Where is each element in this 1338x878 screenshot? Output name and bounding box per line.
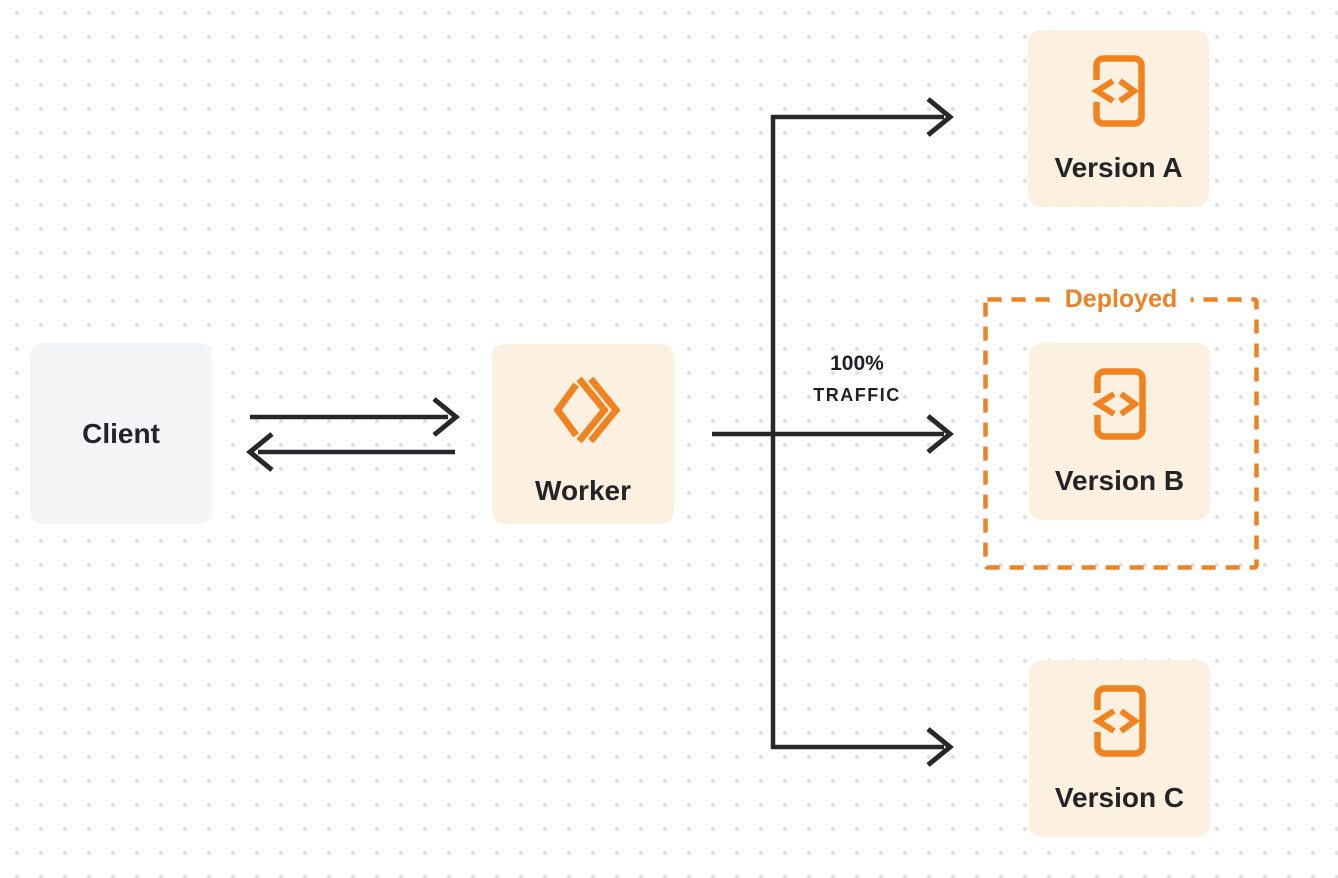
version-b-node-label: Version B [1054,465,1185,496]
code-file-icon [1090,368,1146,440]
code-file-icon [1089,55,1145,127]
arrowhead-to-worker-icon [432,397,460,437]
deployed-frame-label: Deployed [1051,286,1191,313]
arrowhead-to-version-c-icon [926,727,954,767]
code-file-icon [1090,685,1146,757]
worker-node-label: Worker [535,475,631,506]
traffic-word-label: TRAFFIC [813,385,901,405]
arrowhead-to-client-icon [246,432,274,472]
version-a-node-label: Version A [1054,152,1183,183]
client-node: Client [30,343,212,524]
client-node-label: Client [82,417,160,449]
version-c-node-label: Version C [1054,782,1185,813]
version-a-node: Version A [1028,30,1209,207]
version-b-node: Version B [1029,343,1210,520]
worker-node: Worker [492,344,674,524]
workers-logo-icon [553,376,620,444]
arrowhead-to-version-b-icon [926,414,954,454]
arrowhead-to-version-a-icon [926,97,954,137]
traffic-percentage-label: 100% [830,352,884,375]
traffic-annotation: 100% TRAFFIC [813,352,901,406]
version-c-node: Version C [1029,660,1210,837]
